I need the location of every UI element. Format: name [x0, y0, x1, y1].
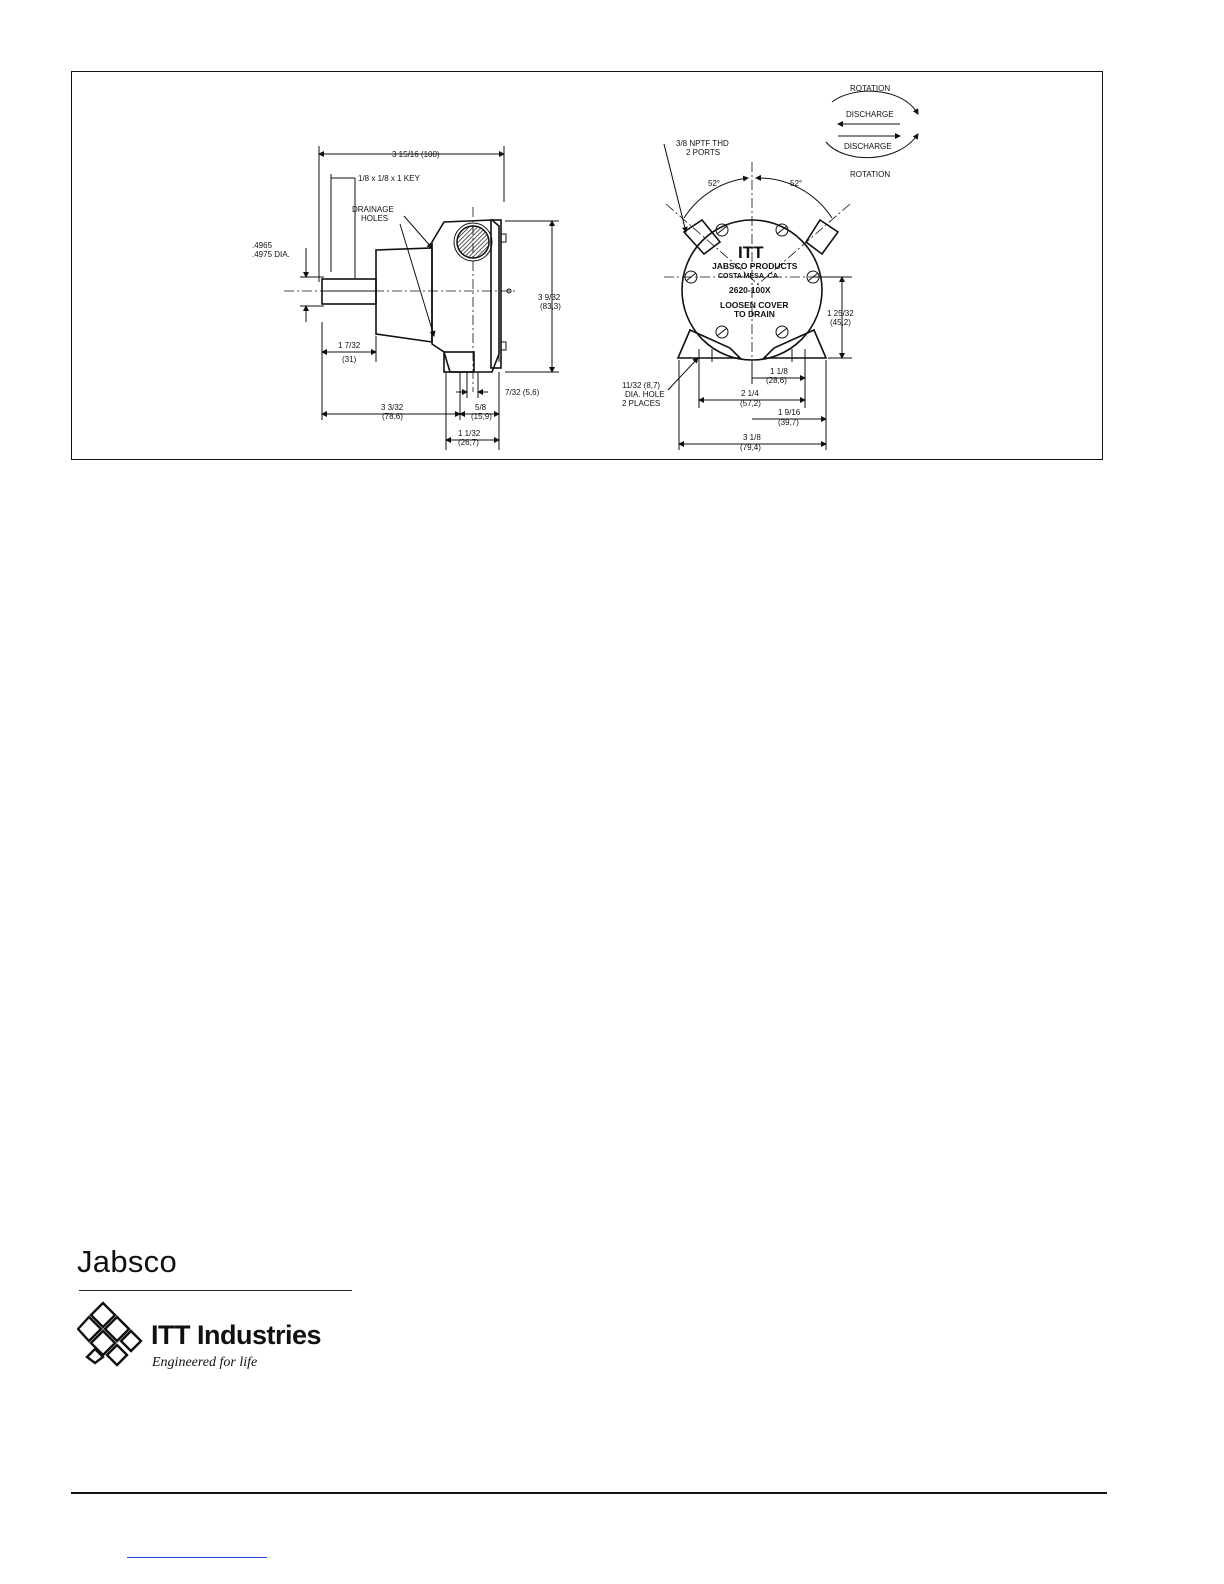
footer-divider — [71, 1492, 1107, 1494]
cover-label-1: LOOSEN COVER — [720, 300, 788, 310]
shaft-dia-label-2: .4975 DIA. — [252, 250, 290, 259]
footer-link-underline[interactable] — [127, 1557, 267, 1558]
foot-label-in: 5/8 — [475, 403, 487, 412]
dimension-drawing: 3 15/16 (100) 1/8 x 1/8 x 1 KEY DRAINAGE… — [71, 71, 1103, 460]
pump-drawing-svg: 3 15/16 (100) 1/8 x 1/8 x 1 KEY DRAINAGE… — [252, 84, 919, 452]
rotation-top-label: ROTATION — [850, 84, 890, 93]
angle-right-label: 52° — [790, 179, 802, 188]
tagline: Engineered for life — [152, 1355, 258, 1370]
ports-label-2: 2 PORTS — [686, 148, 720, 157]
cover-label-2: TO DRAIN — [734, 309, 775, 319]
discharge-bottom-label: DISCHARGE — [844, 142, 892, 151]
shaft-ext-label-mm: (31) — [342, 355, 357, 364]
discharge-top-label: DISCHARGE — [846, 110, 894, 119]
hole-label-3: 2 PLACES — [622, 399, 660, 408]
front-view: 52° 52° ITT JABSCO PRODUCTS COSTA MESA, … — [622, 139, 854, 452]
base-label-mm: (26,7) — [458, 438, 479, 447]
hole-span-label-mm: (57,2) — [740, 399, 761, 408]
offset-label-in: 1 9/16 — [778, 408, 801, 417]
half-label-mm: (28,6) — [766, 376, 787, 385]
hole-label-1: 11/32 (8,7) — [622, 381, 660, 390]
angle-left-label: 52° — [708, 179, 720, 188]
brand-name: Jabsco — [77, 1244, 178, 1279]
body-length-label-mm: (78,6) — [382, 412, 403, 421]
ports-label-1: 3/8 NPTF THD — [676, 139, 729, 148]
center-height-label-in: 1 25/32 — [827, 309, 854, 318]
brand-block: Jabsco ITT Industries Engineered for lif… — [77, 1244, 353, 1374]
drainage-label-1: DRAINAGE — [352, 205, 394, 214]
brand-divider — [79, 1290, 352, 1291]
offset-label-mm: (39,7) — [778, 418, 799, 427]
foot-label-mm: (15,9) — [471, 412, 492, 421]
center-height-label-mm: (45,2) — [830, 318, 851, 327]
half-label-in: 1 1/8 — [770, 367, 788, 376]
shaft-dia-label-1: .4965 — [252, 241, 273, 250]
hole-label-2: DIA. HOLE — [625, 390, 665, 399]
width-label-in: 3 1/8 — [743, 433, 761, 442]
shaft-ext-label-in: 1 7/32 — [338, 341, 361, 350]
side-view-body — [321, 219, 512, 373]
itt-logo-icon — [77, 1301, 143, 1367]
side-view: 3 15/16 (100) 1/8 x 1/8 x 1 KEY DRAINAGE… — [252, 146, 561, 450]
plate-line-1: JABSCO PRODUCTS — [712, 261, 798, 271]
height-label-mm: (83,3) — [540, 302, 561, 311]
key-label: 1/8 x 1/8 x 1 KEY — [358, 174, 420, 183]
base-label-in: 1 1/32 — [458, 429, 481, 438]
rotation-bottom-label: ROTATION — [850, 170, 890, 179]
overall-length-label: 3 15/16 (100) — [392, 150, 440, 159]
body-length-label-in: 3 3/32 — [381, 403, 404, 412]
rotation-legend: ROTATION DISCHARGE DISCHARGE ROTATION — [825, 84, 919, 179]
width-label-mm: (79,4) — [740, 443, 761, 452]
company-name: ITT Industries — [151, 1320, 322, 1350]
model-label: 2620-100X — [729, 285, 771, 295]
flange-label: 7/32 (5,6) — [505, 388, 540, 397]
plate-line-2: COSTA MESA, CA — [718, 273, 778, 280]
height-label-in: 3 9/32 — [538, 293, 561, 302]
hole-span-label-in: 2 1/4 — [741, 389, 759, 398]
drainage-label-2: HOLES — [361, 214, 388, 223]
plate-logo: ITT — [738, 243, 764, 262]
